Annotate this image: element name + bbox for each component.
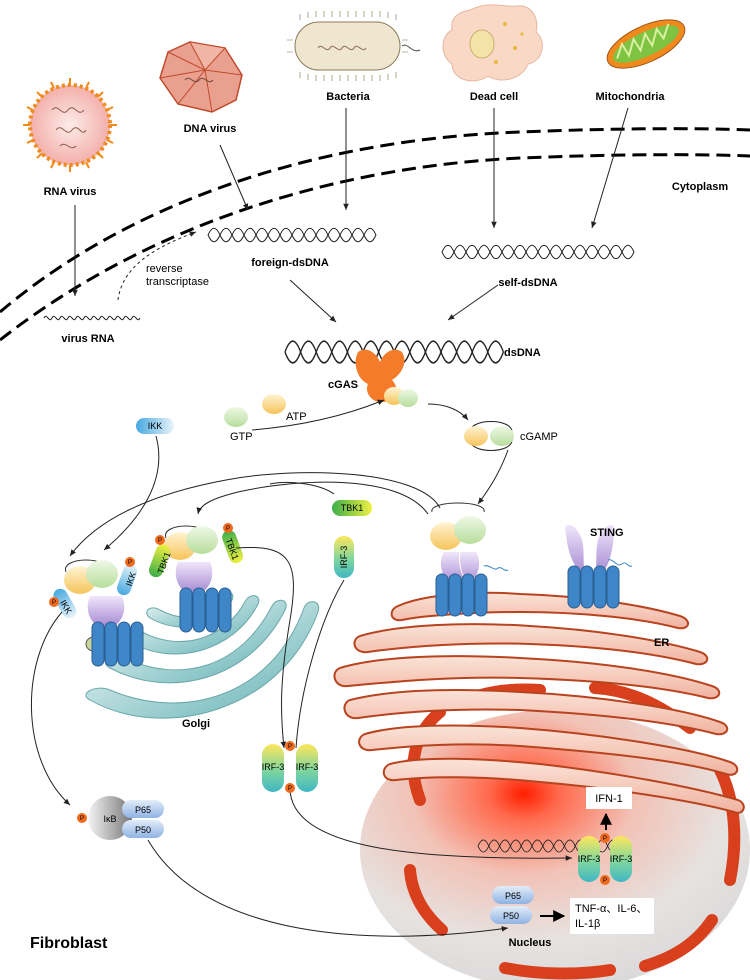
label-fibroblast: Fibroblast <box>30 935 108 952</box>
label-cytoplasm: Cytoplasm <box>672 181 728 193</box>
signaling-arrows <box>31 435 573 937</box>
label-ikk-bound-1: IKK <box>124 570 138 587</box>
rna-virus-icon <box>23 78 117 172</box>
endoplasmic-reticulum <box>333 591 745 814</box>
dna-virus-icon <box>159 41 243 113</box>
label-ifn1: IFN-1 <box>595 793 623 805</box>
label-p65-nucleus: P65 <box>505 891 521 901</box>
label-cgamp: cGAMP <box>520 431 558 443</box>
label-atp: ATP <box>286 411 307 423</box>
svg-text:P: P <box>128 560 132 566</box>
label-irf3-dimer-2: IRF-3 <box>296 762 319 772</box>
label-virus-rna: virus RNA <box>61 333 114 345</box>
virus-rna-strand <box>43 315 141 321</box>
label-p65: P65 <box>135 805 151 815</box>
label-gtp: GTP <box>230 431 253 443</box>
irf3-dimer-nucleus <box>578 833 632 885</box>
gtp-molecule <box>224 407 248 427</box>
sting-tbk1-complex <box>148 523 244 633</box>
svg-text:P: P <box>52 600 56 606</box>
cgamp-molecule <box>464 421 514 451</box>
label-p50-nucleus: P50 <box>503 911 519 921</box>
label-cgas: cGAS <box>328 379 358 391</box>
svg-text:P: P <box>226 526 230 532</box>
svg-text:P: P <box>288 744 292 750</box>
label-self-dsdna: self-dsDNA <box>498 277 557 289</box>
svg-text:P: P <box>80 816 84 822</box>
label-dna-virus: DNA virus <box>184 123 237 135</box>
sting-ikk-complex <box>49 557 144 667</box>
label-cytokines-1: TNF-α、IL-6、 <box>575 903 647 915</box>
svg-text:P: P <box>603 836 607 842</box>
cytokine-box <box>570 898 654 934</box>
label-dead-cell: Dead cell <box>470 91 518 103</box>
label-foreign-dsdna: foreign-dsDNA <box>251 257 329 269</box>
irf3-dimer-cytoplasm <box>262 741 318 793</box>
label-tbk1: TBK1 <box>341 503 364 513</box>
mitochondria-icon <box>606 19 686 69</box>
svg-text:P: P <box>603 878 607 884</box>
atp-molecule <box>262 394 286 414</box>
label-nucleus: Nucleus <box>509 937 552 949</box>
dead-cell-icon <box>442 4 543 82</box>
label-golgi: Golgi <box>182 718 210 730</box>
self-dsdna-helix <box>441 244 635 260</box>
phospho-labels: P P P P P P P P P <box>52 526 607 884</box>
label-irf3-dimer-1: IRF-3 <box>262 762 285 772</box>
label-er: ER <box>654 637 669 649</box>
cgas-enzyme <box>355 349 418 407</box>
label-irf3-nuc-1: IRF-3 <box>578 854 601 864</box>
entry-arrows <box>72 107 629 323</box>
tbk1-free <box>332 500 372 516</box>
label-transcriptase: transcriptase <box>146 276 209 288</box>
label-p50: P50 <box>135 825 151 835</box>
label-mitochondria: Mitochondria <box>595 91 665 103</box>
bacteria-icon <box>287 11 421 81</box>
foreign-dsdna-helix <box>207 227 377 243</box>
label-reverse: reverse <box>146 263 183 275</box>
label-rna-virus: RNA virus <box>44 186 97 198</box>
plasma-membrane <box>0 127 750 342</box>
label-cytokines-2: IL-1β <box>575 918 600 930</box>
svg-text:P: P <box>288 786 292 792</box>
svg-text:P: P <box>158 538 162 544</box>
label-bacteria: Bacteria <box>326 91 370 103</box>
sting-active <box>430 502 509 617</box>
label-irf3: IRF-3 <box>339 546 349 569</box>
irf3-free <box>334 536 354 578</box>
label-dsdna: dsDNA <box>504 347 541 359</box>
label-irf3-nuc-2: IRF-3 <box>610 854 633 864</box>
label-ikk: IKK <box>148 421 163 431</box>
ifn1-box <box>586 787 632 809</box>
ikb-nfkb-complex <box>77 796 164 840</box>
nfkb-nucleus <box>490 886 534 924</box>
sting-inactive <box>565 524 633 609</box>
ikk-free <box>136 418 174 434</box>
label-ikb: IκB <box>103 814 116 824</box>
label-sting: STING <box>590 527 624 539</box>
